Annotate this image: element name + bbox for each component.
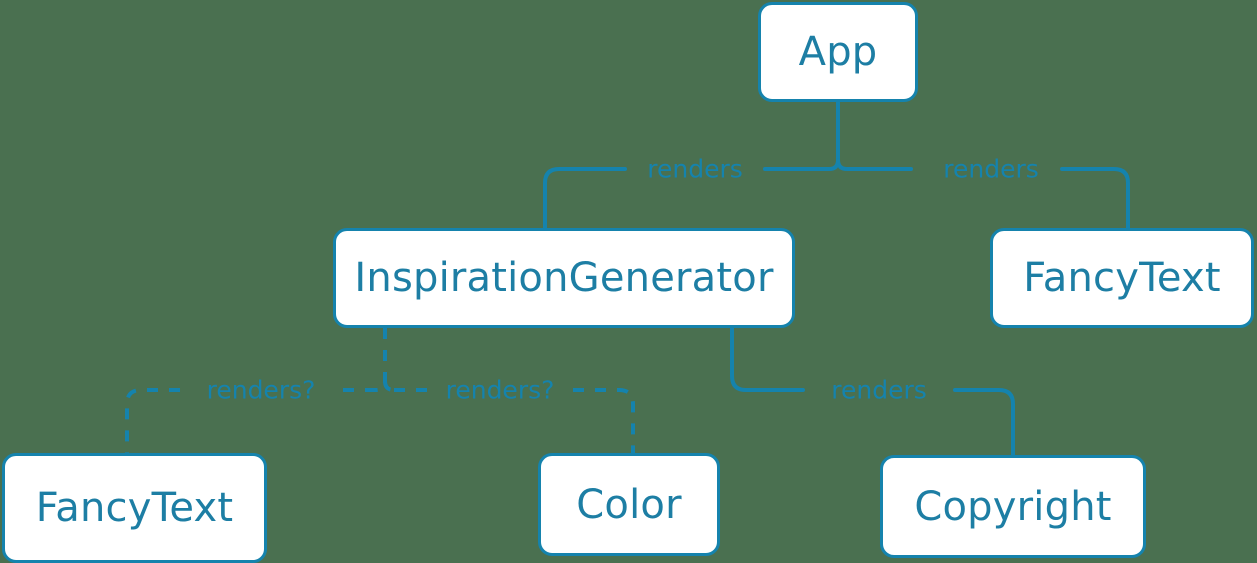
node-color[interactable]: Color bbox=[538, 453, 720, 556]
edge-app-to-inspiration-left-seg bbox=[543, 167, 627, 230]
node-fancytext-bottom[interactable]: FancyText bbox=[2, 453, 267, 563]
node-copyright-label: Copyright bbox=[914, 483, 1112, 530]
edge-inspiration-to-copyright-right-seg bbox=[953, 388, 1015, 457]
node-copyright[interactable]: Copyright bbox=[880, 455, 1146, 558]
node-color-label: Color bbox=[576, 481, 682, 528]
node-inspiration-generator[interactable]: InspirationGenerator bbox=[333, 228, 795, 328]
node-app[interactable]: App bbox=[758, 2, 918, 102]
edge-label-inspiration-to-fancytext: renders? bbox=[206, 375, 316, 405]
node-fancytext-bottom-label: FancyText bbox=[35, 485, 234, 531]
edge-app-to-fancytext-right-seg bbox=[1060, 167, 1130, 230]
edge-label-inspiration-to-copyright: renders bbox=[831, 375, 927, 405]
node-fancytext-right[interactable]: FancyText bbox=[990, 228, 1254, 328]
edge-label-inspiration-to-color: renders? bbox=[445, 375, 555, 405]
edge-inspiration-to-color-right-seg bbox=[573, 388, 635, 453]
edge-inspiration-dashed-stem bbox=[375, 328, 387, 392]
edge-inspiration-to-copyright-left-seg bbox=[730, 326, 805, 392]
edge-label-app-to-fancytext: renders bbox=[943, 154, 1039, 184]
node-app-label: App bbox=[798, 29, 878, 75]
node-fancytext-right-label: FancyText bbox=[1023, 255, 1221, 301]
edge-label-app-to-inspiration: renders bbox=[647, 154, 743, 184]
edge-inspiration-dashed-stem-right bbox=[383, 380, 395, 392]
node-inspiration-generator-label: InspirationGenerator bbox=[354, 255, 774, 301]
edge-inspiration-to-fancytext-left-seg bbox=[125, 388, 180, 453]
